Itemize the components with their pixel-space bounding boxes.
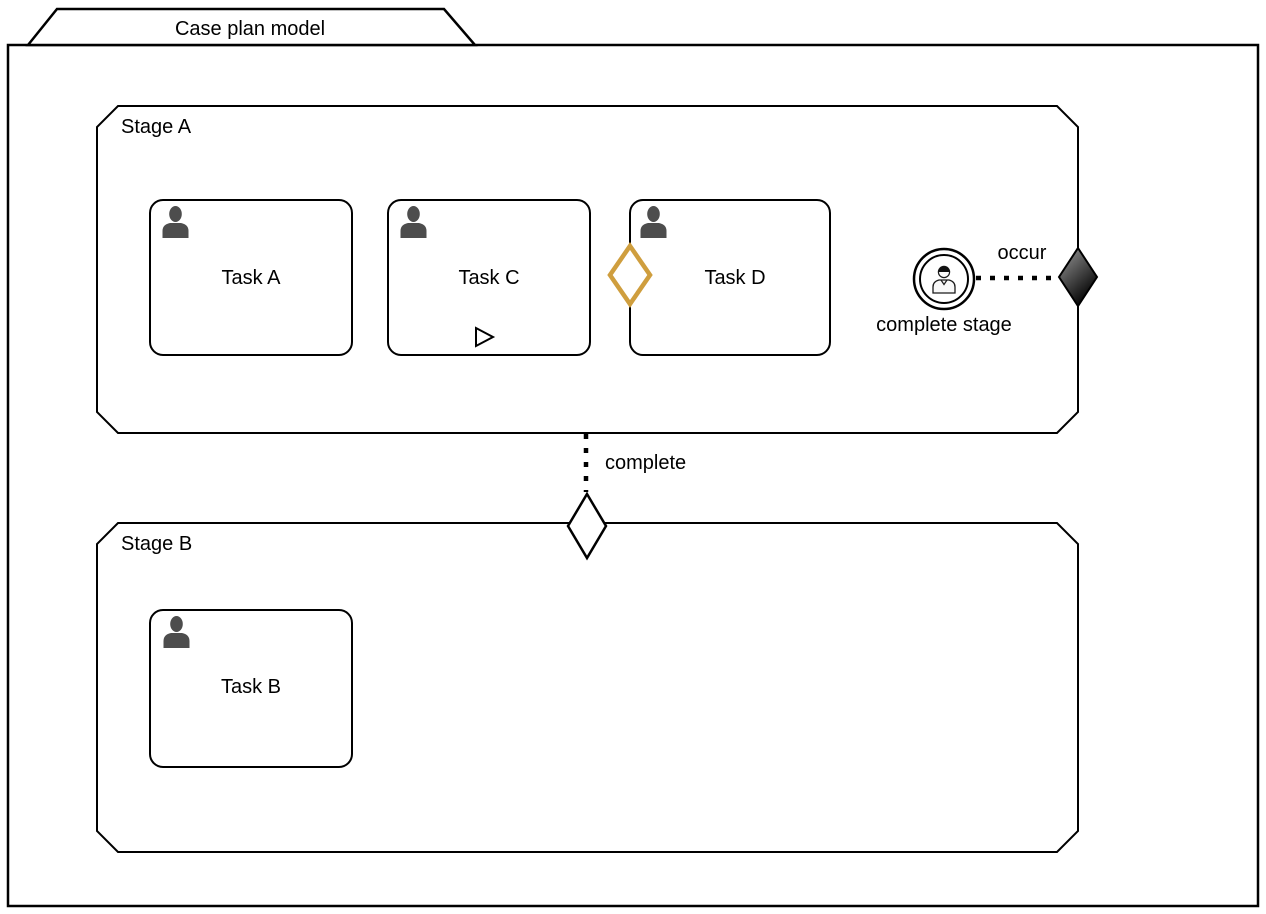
task-b-label: Task B xyxy=(220,676,282,698)
stage-b-label: Stage B xyxy=(121,533,193,555)
person-icon xyxy=(162,206,189,238)
user-event-listener-inner-circle xyxy=(919,254,969,304)
stage-a-label: Stage A xyxy=(121,116,192,138)
task-b-shape[interactable] xyxy=(149,609,353,768)
user-person-icon xyxy=(932,265,956,294)
complete-connector-label: complete xyxy=(605,452,687,474)
stage-b-entry-criterion-diamond[interactable] xyxy=(566,491,608,561)
task-a-shape[interactable] xyxy=(149,199,353,356)
person-icon xyxy=(400,206,427,238)
task-c-shape[interactable] xyxy=(387,199,591,356)
case-plan-model-tab[interactable] xyxy=(25,7,478,47)
occur-connector-label: occur xyxy=(997,242,1047,264)
task-a-label: Task A xyxy=(221,267,281,289)
user-event-listener-shape[interactable] xyxy=(912,247,976,311)
manual-activation-triangle-icon xyxy=(475,326,496,348)
stage-b-shape[interactable] xyxy=(96,522,1079,853)
task-d-label: Task D xyxy=(704,267,766,289)
stage-a-exit-criterion-diamond[interactable] xyxy=(1057,246,1099,308)
task-c-label: Task C xyxy=(458,267,520,289)
case-plan-model-label: Case plan model xyxy=(174,18,326,40)
person-icon xyxy=(163,616,190,648)
task-d-entry-criterion-diamond[interactable] xyxy=(607,242,653,308)
person-icon xyxy=(640,206,667,238)
event-listener-label: complete stage xyxy=(876,314,1012,336)
